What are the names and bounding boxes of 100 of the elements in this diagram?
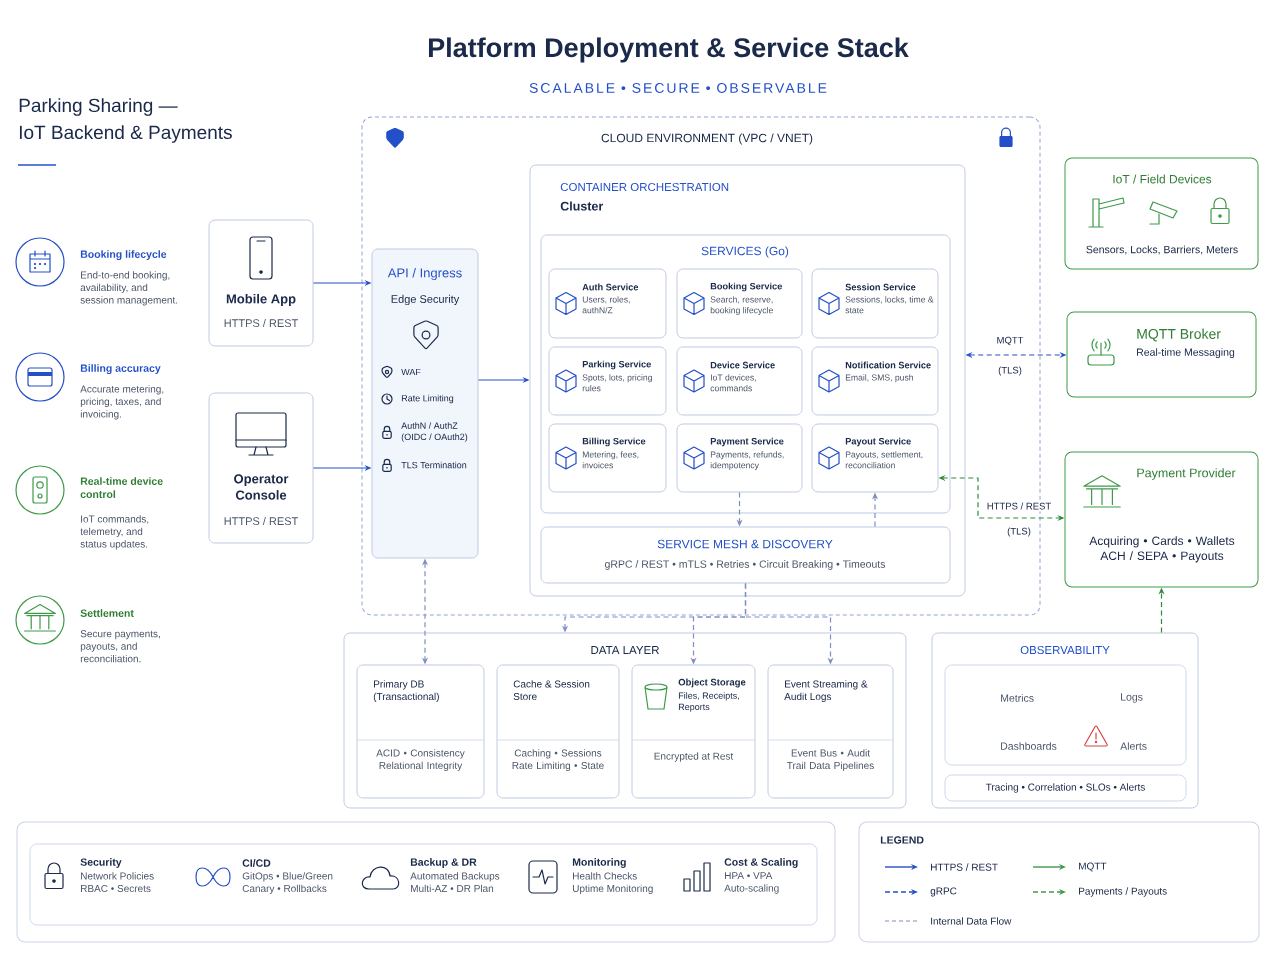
data-store-card bbox=[767, 664, 894, 799]
service-mesh-box bbox=[540, 526, 951, 584]
service-title: Notification Service bbox=[845, 361, 931, 369]
store-description: Event Streaming & Audit Logs bbox=[784, 680, 868, 702]
edge-label: MQTT bbox=[994, 334, 1026, 348]
section-heading: SERVICES (Go) bbox=[701, 246, 789, 258]
item-title: Security bbox=[80, 858, 122, 868]
heading-text: IoT Backend & Payments bbox=[19, 125, 232, 143]
feature-title: Settlement bbox=[80, 609, 134, 617]
service-card bbox=[676, 346, 803, 416]
item-title: Backup & DR bbox=[410, 858, 477, 868]
service-description: Search, reserve, booking lifecycle bbox=[710, 296, 773, 315]
client-box bbox=[208, 219, 314, 347]
client-box bbox=[208, 392, 314, 544]
protocol-note: (TLS) bbox=[996, 364, 1024, 378]
device-box bbox=[1064, 157, 1259, 270]
service-description: Spots, lots, pricing rules bbox=[582, 374, 652, 392]
legend-text: Payments / Payouts bbox=[1079, 887, 1167, 897]
service-card bbox=[548, 268, 667, 339]
feature-description: IoT commands, telemetry, and status updates. bbox=[80, 515, 149, 550]
data-store-card bbox=[496, 664, 620, 799]
service-description: IoT devices, commands bbox=[710, 374, 756, 392]
box-description: Acquiring • Cards • Wallets ACH / SEPA • Payouts bbox=[1089, 536, 1235, 563]
legend-title: LEGEND bbox=[880, 836, 924, 844]
box-description: Real-time Messaging bbox=[1137, 348, 1235, 358]
feature-text: WAF bbox=[401, 368, 421, 376]
broker-box bbox=[1066, 311, 1257, 398]
store-description: Cache & Session Store bbox=[513, 680, 590, 701]
service-title: Session Service bbox=[845, 283, 916, 291]
legend-text: Internal Data Flow bbox=[931, 917, 1012, 925]
page-title: Platform Deployment & Service Stack bbox=[428, 37, 909, 63]
metric-label: Alerts bbox=[1120, 742, 1147, 750]
monitoring-panel bbox=[944, 664, 1187, 766]
item-description: HPA • VPA Auto-scaling bbox=[724, 872, 779, 894]
item-title: Monitoring bbox=[572, 858, 626, 868]
protocol-note: (TLS) bbox=[1005, 525, 1033, 539]
store-features: Caching • Sessions Rate Limiting • State bbox=[512, 749, 604, 771]
box-title: MQTT Broker bbox=[1137, 328, 1221, 342]
tracing-bar bbox=[944, 774, 1187, 802]
service-title: Booking Service bbox=[710, 282, 782, 292]
service-description: Sessions, locks, time & state bbox=[845, 296, 934, 314]
metric-label: Metrics bbox=[1001, 694, 1034, 702]
item-description: Network Policies RBAC • Secrets bbox=[81, 872, 154, 893]
section-heading: SERVICE MESH & DISCOVERY bbox=[657, 539, 833, 549]
heading-text: Parking Sharing — bbox=[19, 98, 178, 116]
feature-title: Billing accuracy bbox=[80, 364, 161, 375]
service-card bbox=[676, 423, 803, 493]
section-heading: OBSERVABILITY bbox=[1020, 645, 1110, 655]
store-features: Event Bus • Audit Trail Data Pipelines bbox=[787, 749, 874, 771]
feature-title: Real-time device control bbox=[80, 477, 163, 499]
feature-text: Rate Limiting bbox=[401, 394, 454, 404]
item-title: Cost & Scaling bbox=[724, 858, 798, 868]
service-title: Billing Service bbox=[582, 437, 646, 447]
box-title: Mobile App bbox=[226, 293, 296, 307]
feature-text: TLS Termination bbox=[401, 461, 467, 469]
store-description: Primary DB (Transactional) bbox=[373, 680, 439, 702]
service-card bbox=[811, 268, 939, 339]
section-heading: DATA LAYER bbox=[591, 646, 659, 654]
service-title: Payment Service bbox=[710, 437, 784, 447]
data-store-card bbox=[631, 664, 756, 799]
service-title: Parking Service bbox=[582, 360, 651, 370]
feature-list: gRPC / REST • mTLS • Retries • Circuit Breaking • Timeouts bbox=[604, 560, 886, 570]
service-title: Device Service bbox=[710, 361, 775, 369]
service-card bbox=[811, 423, 939, 493]
service-description: Metering, fees, invoices bbox=[582, 451, 639, 469]
box-title: IoT / Field Devices bbox=[1113, 174, 1212, 184]
section-heading: CONTAINER ORCHESTRATION bbox=[560, 182, 729, 192]
edge-label: HTTPS / REST bbox=[984, 500, 1054, 512]
item-description: Health Checks Uptime Monitoring bbox=[573, 872, 653, 894]
store-features: Encrypted at Rest bbox=[654, 752, 734, 762]
feature-description: Accurate metering, pricing, taxes, and invoicing. bbox=[80, 385, 164, 420]
panel-title: API / Ingress bbox=[387, 267, 462, 281]
service-title: Payout Service bbox=[845, 437, 911, 447]
service-description: Payouts, settlement, reconciliation bbox=[845, 451, 923, 469]
metric-label: Dashboards bbox=[1001, 742, 1057, 750]
service-card bbox=[548, 346, 667, 416]
service-title: Auth Service bbox=[582, 283, 639, 291]
feature-description: Secure payments, payouts, and reconciliation. bbox=[80, 630, 160, 663]
item-title: CI/CD bbox=[242, 859, 271, 867]
data-store-card bbox=[356, 664, 485, 799]
item-description: GitOps • Blue/Green Canary • Rollbacks bbox=[242, 872, 333, 894]
box-title: Operator Console bbox=[234, 474, 289, 500]
service-card bbox=[676, 268, 803, 339]
legend-text: gRPC bbox=[930, 887, 957, 897]
store-title: Object Storage bbox=[678, 678, 746, 688]
ingress-box bbox=[371, 248, 479, 559]
service-description: Email, SMS, push bbox=[845, 374, 913, 383]
protocol-text: HTTPS / REST bbox=[224, 516, 298, 526]
feature-description: End-to-end booking, availability, and session management. bbox=[80, 271, 178, 306]
legend-text: MQTT bbox=[1079, 862, 1107, 872]
box-description: Sensors, Locks, Barriers, Meters bbox=[1086, 245, 1238, 255]
feature-text: AuthN / AuthZ (OIDC / OAuth2) bbox=[401, 422, 468, 442]
panel-subtitle: Edge Security bbox=[391, 294, 460, 306]
service-description: Users, roles, authN/Z bbox=[582, 296, 630, 314]
protocol-text: HTTPS / REST bbox=[224, 318, 298, 328]
store-features: ACID • Consistency Relational Integrity bbox=[376, 749, 465, 771]
item-description: Automated Backups Multi-AZ • DR Plan bbox=[410, 872, 500, 893]
metric-label: Logs bbox=[1121, 693, 1143, 703]
operations-bar bbox=[29, 843, 818, 926]
feature-list: Tracing • Correlation • SLOs • Alerts bbox=[985, 783, 1145, 793]
